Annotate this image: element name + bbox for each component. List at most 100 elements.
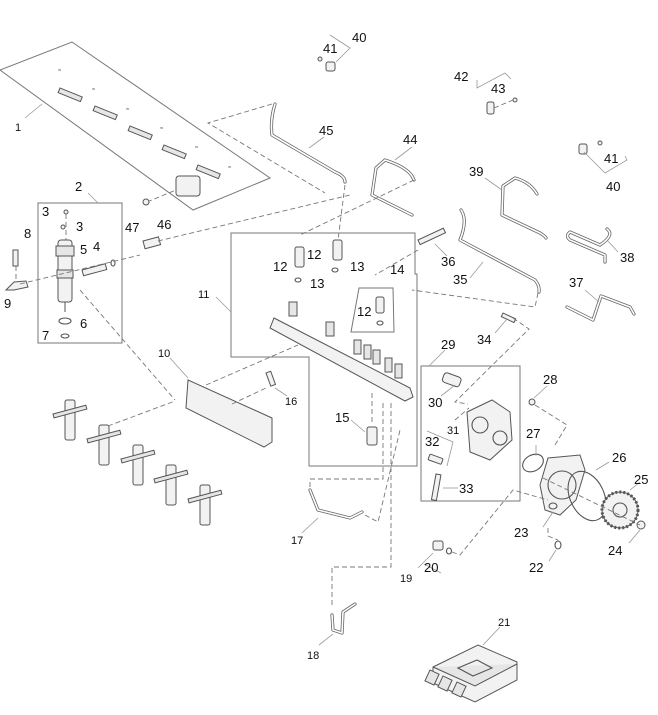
callout-7: 7 <box>42 328 49 343</box>
nut-28 <box>528 398 536 406</box>
sleeve-47 <box>142 236 162 250</box>
pipe-17: 17 <box>291 400 401 547</box>
callout-13b: 13 <box>350 259 364 274</box>
callout-22: 22 <box>529 560 543 575</box>
valve-kit-frame <box>350 287 395 333</box>
harness-connector <box>175 175 201 197</box>
callout-38: 38 <box>620 250 634 265</box>
harness-kit-frame <box>0 41 272 211</box>
callout-37: 37 <box>569 275 583 290</box>
callout-12a: 12 <box>273 259 287 274</box>
pipe-35: 35 <box>411 208 541 308</box>
callout-29: 29 <box>441 337 455 352</box>
pressure-sensor-15 <box>366 426 378 446</box>
sensor-40-right <box>578 143 588 155</box>
callout-1: 1 <box>15 122 21 134</box>
pipe-38: 38 <box>565 227 634 265</box>
sensor-40-top <box>325 61 336 72</box>
callout-2: 2 <box>75 179 82 194</box>
callout-40-right: 40 <box>606 179 620 194</box>
rail-cover-10 <box>185 379 273 448</box>
rail-kit-group: 11 12 13 12 13 14 12 15 <box>198 232 418 467</box>
callout-13a: 13 <box>310 276 324 291</box>
callout-10: 10 <box>158 348 170 360</box>
callout-23: 23 <box>514 525 528 540</box>
callout-3-left: 3 <box>42 204 49 219</box>
callout-41-right: 41 <box>604 151 618 166</box>
callout-30: 30 <box>428 395 442 410</box>
callout-18: 18 <box>307 650 319 662</box>
sensor-kit-42: 42 43 <box>454 69 518 115</box>
common-rail <box>269 317 414 402</box>
svg-text:≈: ≈ <box>58 68 62 74</box>
svg-text:≈: ≈ <box>92 87 96 93</box>
callout-28: 28 <box>543 372 557 387</box>
callout-11: 11 <box>198 289 209 301</box>
callout-42: 42 <box>454 69 468 84</box>
pipe-45: 45 <box>206 102 347 241</box>
pump-kit-frame <box>420 365 521 502</box>
callout-41-top: 41 <box>323 41 337 56</box>
fitting-13a <box>294 246 305 268</box>
pump-housing-23 <box>539 454 586 516</box>
sensor-30 <box>441 372 462 388</box>
harness-clips: ≈ ≈ ≈ ≈ ≈ ≈ <box>57 68 232 180</box>
rail-cover-group: 10 16 <box>158 344 299 448</box>
callout-12b: 12 <box>307 247 321 262</box>
callout-9: 9 <box>4 296 11 311</box>
svg-text:≈: ≈ <box>195 145 199 151</box>
callout-3-right: 3 <box>76 219 83 234</box>
callout-5: 5 <box>80 242 87 257</box>
callout-14: 14 <box>390 262 404 277</box>
callout-21: 21 <box>498 617 510 629</box>
callout-17: 17 <box>291 535 303 547</box>
callout-32: 32 <box>425 434 439 449</box>
svg-text:≈: ≈ <box>228 165 232 171</box>
valve-32 <box>427 453 444 465</box>
pipe-37: 37 <box>565 275 636 322</box>
callout-47: 47 <box>125 220 139 235</box>
injector-set <box>52 289 223 526</box>
glow-plug-36 <box>417 227 447 246</box>
bolt-34 <box>500 312 517 324</box>
callout-25: 25 <box>634 472 648 487</box>
bolt-33 <box>430 473 442 502</box>
o-ring-27 <box>522 453 544 473</box>
callout-12c: 12 <box>357 304 371 319</box>
callout-26: 26 <box>612 450 626 465</box>
gasket-26 <box>567 470 607 522</box>
washer-7 <box>58 317 72 325</box>
clamp-9 <box>4 280 29 291</box>
pipe-18: 18 <box>307 400 392 662</box>
nut-24 <box>636 520 646 530</box>
sensor-kit-top: 40 41 <box>317 30 366 72</box>
pipe-44: 44 <box>299 132 417 236</box>
ecu-21 <box>424 644 518 703</box>
rail-kit-frame <box>230 232 418 467</box>
bolt-46 <box>142 198 150 206</box>
svg-text:≈: ≈ <box>126 107 130 113</box>
callout-39: 39 <box>469 164 483 179</box>
callout-19: 19 <box>400 573 412 585</box>
valve-14 <box>375 296 385 314</box>
callout-46: 46 <box>157 217 171 232</box>
plug-20 <box>432 540 444 551</box>
callout-31: 31 <box>447 425 459 437</box>
o-ring-22 <box>554 540 562 550</box>
callout-8: 8 <box>24 226 31 241</box>
gear-25 <box>601 491 639 529</box>
callout-15: 15 <box>335 410 349 425</box>
injector-connector-5 <box>81 263 108 277</box>
injector-kit-group: 2 3 3 5 4 7 6 8 9 <box>4 179 141 344</box>
fitting-13b <box>332 239 343 261</box>
callout-6: 6 <box>80 316 87 331</box>
callout-44: 44 <box>403 132 417 147</box>
callout-27: 27 <box>526 426 540 441</box>
callout-4: 4 <box>93 239 100 254</box>
pipe-39: 39 <box>469 164 548 240</box>
injector-kit-frame <box>37 202 123 344</box>
sensor-kit-right: 41 40 <box>578 140 628 194</box>
sensor-42 <box>486 101 495 115</box>
washer-6 <box>60 333 70 339</box>
callout-43: 43 <box>491 81 505 96</box>
